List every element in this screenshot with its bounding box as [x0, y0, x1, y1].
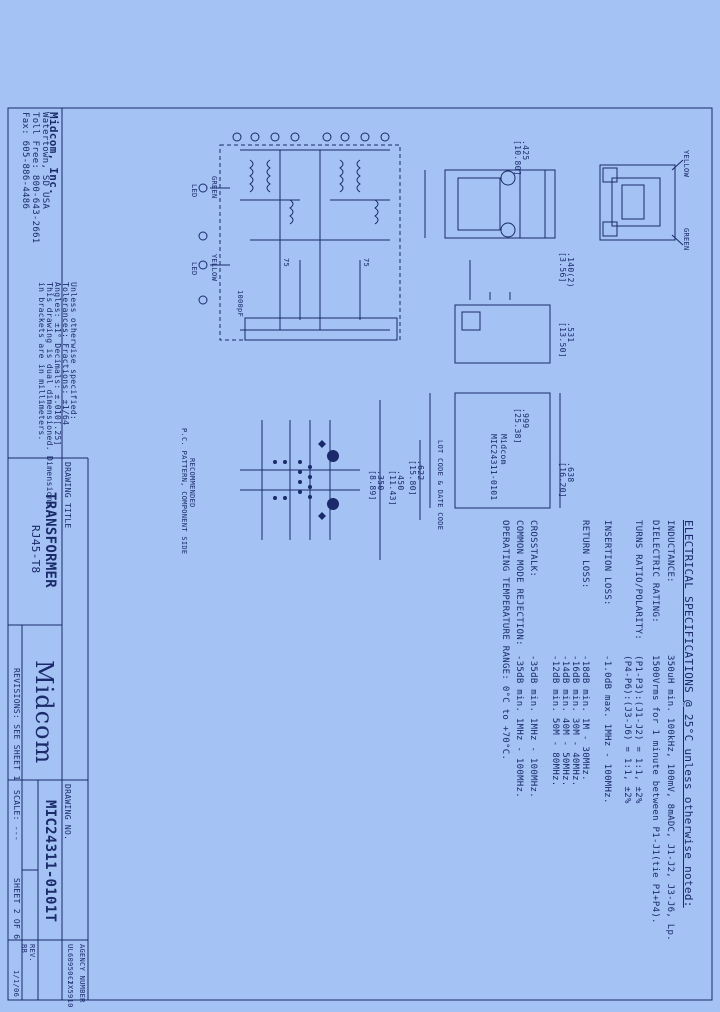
- sheet-number: SHEET 2 OF 6: [12, 878, 21, 940]
- dim-531: .531: [566, 322, 575, 343]
- tolerance-line-3: Angles: ±1° Decimals: ±.010[.25]: [53, 282, 62, 446]
- cmr-value: -35dB min. 1MHz - 100MHz.: [514, 655, 524, 798]
- temperature: OPERATING TEMPERATURE RANGE: 0°C to +70°…: [500, 520, 510, 761]
- lot-code-note: LOT CODE & DATE CODE: [436, 440, 444, 531]
- dim-999-mm: [25.38]: [513, 408, 522, 444]
- part-marking-2: MIC24311-0101: [489, 434, 498, 501]
- dim-425-mm: [10.80]: [513, 140, 522, 176]
- dim-350-mm: [8.89]: [368, 470, 377, 501]
- green-led-label: GREEN: [210, 176, 218, 199]
- tolerance-line-4: This drawing is dual dimensioned. Dimens…: [45, 282, 54, 508]
- drawing-subtitle: RJ45-T8: [29, 525, 42, 574]
- led-1-label: LED: [190, 184, 198, 198]
- dim-531-mm: [13.50]: [558, 322, 567, 358]
- dim-999: .999: [521, 408, 530, 429]
- dim-140: .140(2): [566, 252, 575, 288]
- dim-450: .450: [396, 470, 405, 491]
- dim-450-mm: [11.43]: [388, 470, 397, 506]
- company-tollfree: Toll Free: 800-643-2661: [30, 112, 40, 244]
- turns-1: (P1-P3):(J1-J2) = 1:1, ±2%: [633, 655, 643, 804]
- tolerance-line-2: Tolerances: Fractions: ±1/64: [61, 282, 70, 426]
- dim-622: .622: [416, 460, 425, 481]
- yellow-led-label: YELLOW: [210, 254, 218, 282]
- drawing-title-label: DRAWING TITLE: [63, 462, 72, 529]
- insertion-value: -1.0dB max. 1MHz - 100MHz.: [602, 655, 612, 804]
- dim-638: .638: [566, 462, 575, 483]
- company-fax: Fax: 605-886-4486: [20, 112, 30, 210]
- tolerance-line-1: Unless otherwise specified:: [69, 282, 78, 421]
- drawing-number: MIC24311-0101T: [42, 800, 58, 923]
- dim-622-mm: [15.80]: [408, 460, 417, 496]
- midcom-logo: Midcom: [30, 660, 58, 765]
- dim-140-mm: [3.56]: [558, 252, 567, 283]
- dim-425: .425: [521, 140, 530, 161]
- specs-heading: ELECTRICAL SPECIFICATIONS @ 25°C unless …: [682, 520, 695, 908]
- dielectric-label: DIELECTRIC RATING:: [650, 520, 660, 623]
- return-1: -18dB min. 1M - 30MHz.: [580, 655, 590, 781]
- turns-2: (P4-P6):(J3-J6) = 1:1, ±2%: [622, 655, 632, 804]
- capacitor-label: 1000pF: [236, 290, 244, 318]
- dielectric-value: 1500Vrms for 1 minute between P1-J1(tie …: [650, 655, 660, 924]
- return-label: RETURN LOSS:: [580, 520, 590, 589]
- insertion-label: INSERTION LOSS:: [602, 520, 612, 606]
- pcb-note-1: RECOMMENDED: [188, 458, 196, 508]
- yellow-label-front: YELLOW: [682, 150, 690, 178]
- agency-2: C2X5910: [66, 976, 74, 1008]
- rev-value: BB: [20, 944, 28, 954]
- agency-label: AGENCY NUMBER: [78, 944, 86, 1003]
- inductance-label: INDUCTANCE:: [665, 520, 675, 583]
- company-city: Watertown, SD USA: [40, 112, 50, 210]
- pcb-note-2: P.C. PATTERN, COMPONENT SIDE: [180, 428, 188, 555]
- crosstalk-value: -35dB min. 1MHz - 100MHz.: [528, 655, 538, 798]
- rev-date: 1/1/06: [12, 970, 20, 998]
- cmr-label: COMMON MODE REJECTION:: [514, 520, 524, 646]
- dim-350: .350: [376, 470, 385, 491]
- tolerance-line-5: in brackets are in millimeters.: [37, 282, 46, 441]
- drawing-no-label: DRAWING NO.: [63, 784, 72, 841]
- return-2: -16dB min. 30M - 40MHz.: [570, 655, 580, 787]
- return-4: -12dB min. 50M - 80MHz.: [550, 655, 560, 787]
- resistor-label-2: 75: [362, 258, 370, 268]
- revisions-note: REVISIONS: SEE SHEET 1: [12, 668, 21, 781]
- crosstalk-label: CROSSTALK:: [528, 520, 538, 578]
- drawing-title: TRANSFORMER: [42, 492, 58, 589]
- inductance-value: 350uH min. 100kHz, 100mV, 8mADC, J1-J2, …: [665, 655, 675, 941]
- green-label-front: GREEN: [682, 228, 690, 251]
- led-2-label: LED: [190, 262, 198, 276]
- rev-label: REV.: [28, 944, 36, 963]
- return-3: -14dB min. 40M - 50MHz.: [560, 655, 570, 787]
- part-marking-1: Midcom: [499, 434, 508, 465]
- turns-label: TURNS RATIO/POLARITY:: [633, 520, 643, 641]
- resistor-label-1: 75: [282, 258, 290, 268]
- dim-638-mm: [16.20]: [558, 462, 567, 498]
- scale: SCALE: ---: [12, 790, 21, 842]
